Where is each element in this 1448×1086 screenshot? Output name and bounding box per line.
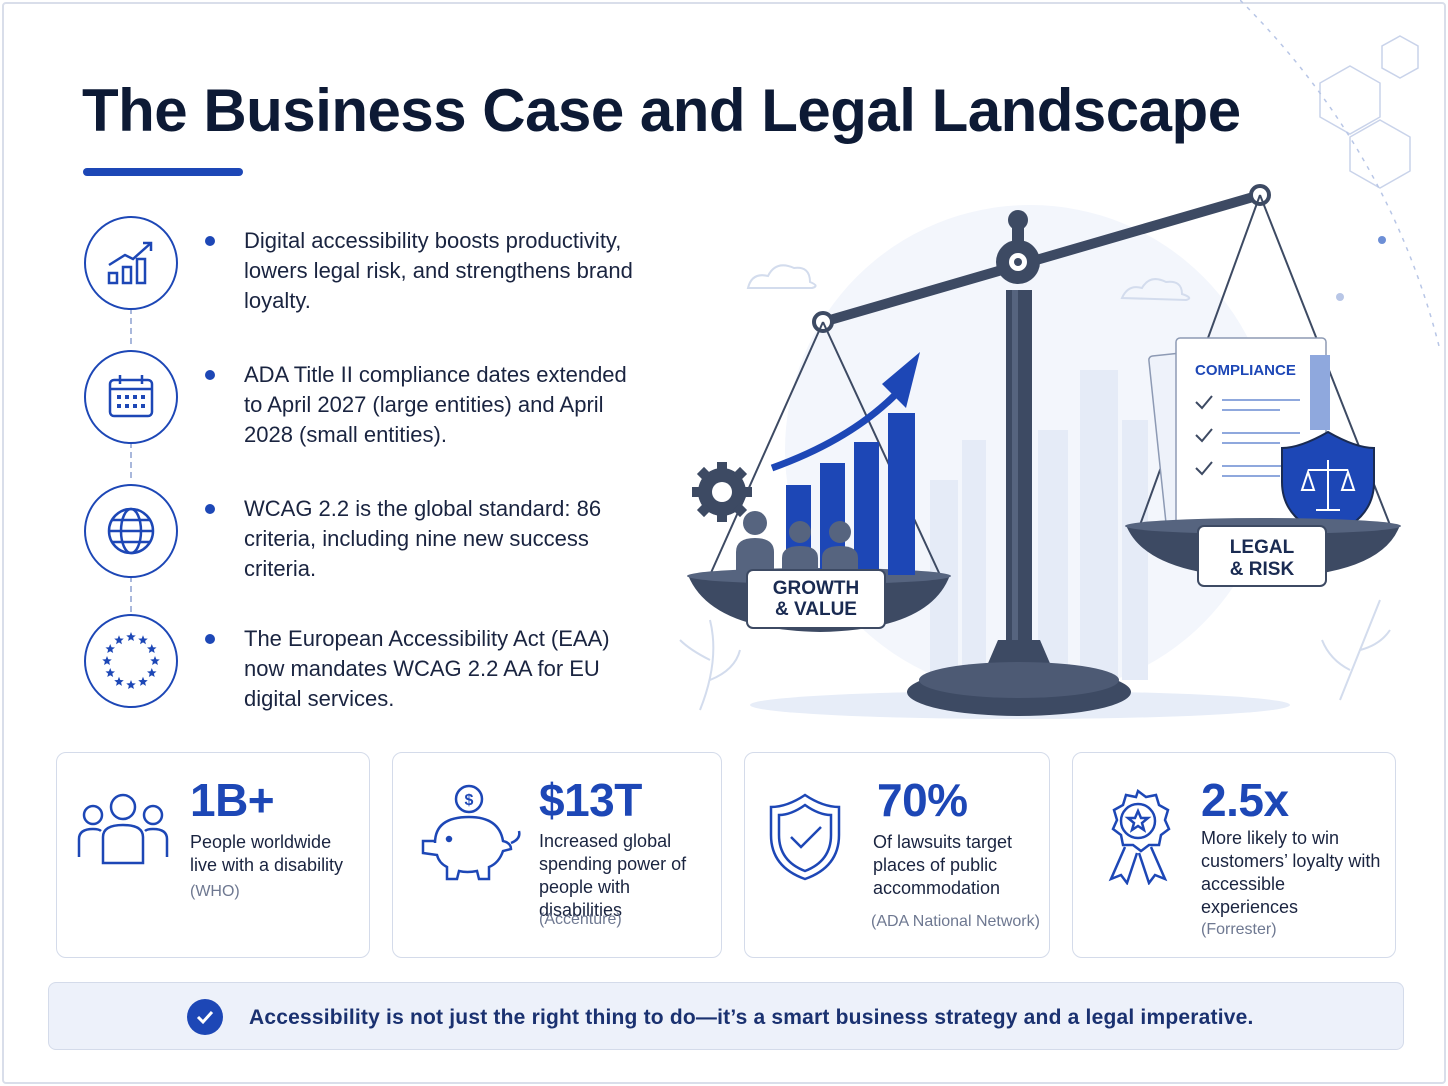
eu-star-icon	[147, 668, 157, 678]
scale-left-label: GROWTH	[773, 578, 860, 599]
bullet-text: Digital accessibility boosts productivit…	[244, 228, 633, 313]
bullet-dot	[205, 634, 215, 644]
bullet-dot	[205, 504, 215, 514]
eu-star-icon	[150, 656, 160, 666]
stat-card-spending: $ $13T Increased global spending power o…	[392, 752, 722, 958]
plant-decoration-icon	[679, 599, 1391, 711]
eu-star-icon	[126, 680, 136, 690]
bullet-dot	[205, 236, 215, 246]
title-underline	[83, 168, 243, 176]
eu-stars-icon	[84, 614, 178, 708]
people-group-icon	[736, 511, 858, 575]
stat-description: People worldwide live with a disability	[190, 832, 344, 875]
scale-left-label: & VALUE	[775, 599, 857, 620]
growth-chart-icon	[84, 216, 178, 310]
eu-star-icon	[138, 635, 148, 645]
stat-source: (Accenture)	[539, 911, 622, 928]
people-icon	[77, 793, 169, 865]
eu-star-icon	[138, 676, 148, 686]
connector-line	[130, 308, 132, 344]
gear-icon	[692, 462, 752, 522]
bullet-dot	[205, 370, 215, 380]
eu-star-icon	[105, 668, 115, 678]
summary-banner: Accessibility is not just the right thin…	[48, 982, 1404, 1050]
scale-right-label: LEGAL	[1230, 537, 1295, 558]
bullet-text: ADA Title II compliance dates extended t…	[244, 362, 627, 447]
stat-card-people: 1B+ People worldwide live with a disabil…	[56, 752, 370, 958]
stat-card-loyalty: 2.5x More likely to win customers’ loyal…	[1072, 752, 1396, 958]
award-ribbon-icon	[1108, 789, 1171, 885]
cloud-icon	[746, 264, 1191, 302]
check-circle-icon	[187, 999, 223, 1035]
page-title: The Business Case and Legal Landscape	[82, 77, 1241, 144]
legal-shield-icon	[1281, 430, 1375, 538]
balance-scale-illustration: GROWTH & VALUE COMPLIANCE	[679, 184, 1401, 719]
stat-source: (ADA National Network)	[871, 913, 1040, 930]
stat-value: 2.5x	[1201, 774, 1289, 826]
eu-star-icon	[114, 676, 124, 686]
stat-value: 70%	[877, 774, 968, 826]
stat-description: More likely to win customers’ loyalty wi…	[1201, 828, 1381, 917]
globe-icon	[84, 484, 178, 578]
stat-description: Of lawsuits target places of public acco…	[873, 832, 1013, 898]
stat-value: 1B+	[190, 774, 275, 826]
stat-source: (WHO)	[190, 883, 240, 900]
compliance-doc-title: COMPLIANCE	[1195, 362, 1296, 379]
svg-text:$: $	[465, 792, 474, 809]
stat-description: Increased global spending power of peopl…	[539, 831, 687, 920]
connector-line	[130, 442, 132, 478]
eu-star-icon	[147, 644, 157, 654]
bullet-text: WCAG 2.2 is the global standard: 86 crit…	[244, 496, 602, 581]
hexagon-decoration-icon	[1240, 0, 1441, 351]
stat-card-lawsuits: 70% Of lawsuits target places of public …	[744, 752, 1050, 958]
stat-source: (Forrester)	[1201, 921, 1277, 938]
bullet-text: The European Accessibility Act (EAA) now…	[244, 626, 610, 711]
connector-line	[130, 576, 132, 612]
eu-star-icon	[102, 656, 112, 666]
eu-star-icon	[126, 632, 136, 642]
calendar-icon	[84, 350, 178, 444]
stat-value: $13T	[539, 774, 642, 826]
banner-text: Accessibility is not just the right thin…	[249, 1006, 1254, 1029]
eu-star-icon	[114, 635, 124, 645]
shield-check-icon	[769, 793, 841, 881]
eu-star-icon	[105, 644, 115, 654]
scale-right-label: & RISK	[1230, 559, 1295, 580]
piggy-bank-icon: $	[421, 784, 521, 881]
